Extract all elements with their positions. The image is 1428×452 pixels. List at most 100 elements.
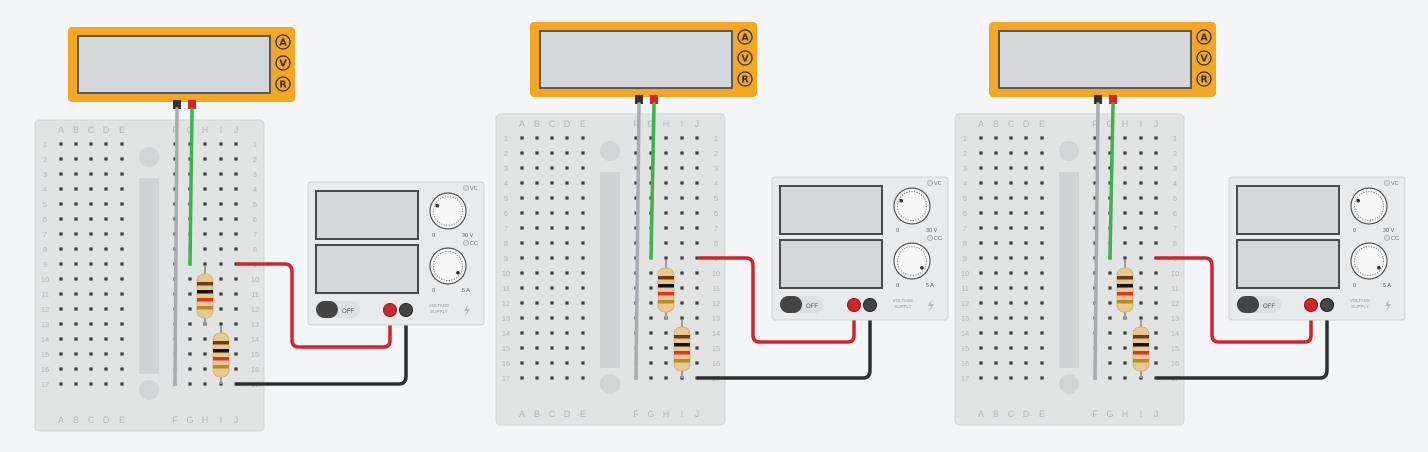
breadboard-hole[interactable] [173, 352, 177, 356]
breadboard-hole[interactable] [520, 331, 524, 335]
breadboard-hole[interactable] [188, 217, 192, 221]
breadboard-hole[interactable] [188, 187, 192, 191]
breadboard-hole[interactable] [1024, 331, 1028, 335]
breadboard-hole[interactable] [1154, 196, 1158, 200]
breadboard-hole[interactable] [634, 226, 638, 230]
breadboard-hole[interactable] [203, 307, 207, 311]
breadboard-hole[interactable] [581, 196, 585, 200]
breadboard-hole[interactable] [1123, 376, 1127, 380]
breadboard-hole[interactable] [994, 166, 998, 170]
breadboard-hole[interactable] [219, 232, 223, 236]
breadboard-hole[interactable] [1108, 136, 1112, 140]
probe-wire-red[interactable] [649, 102, 656, 260]
breadboard-hole[interactable] [535, 271, 539, 275]
breadboard-hole[interactable] [1123, 211, 1127, 215]
breadboard-hole[interactable] [1108, 286, 1112, 290]
breadboard-hole[interactable] [1040, 226, 1044, 230]
breadboard-hole[interactable] [89, 187, 93, 191]
breadboard-hole[interactable] [664, 181, 668, 185]
breadboard-hole[interactable] [649, 286, 653, 290]
breadboard-hole[interactable] [1154, 181, 1158, 185]
breadboard-hole[interactable] [581, 271, 585, 275]
breadboard-hole[interactable] [565, 316, 569, 320]
breadboard-hole[interactable] [74, 382, 78, 386]
breadboard-hole[interactable] [234, 307, 238, 311]
breadboard-hole[interactable] [1093, 376, 1097, 380]
breadboard-hole[interactable] [1139, 256, 1143, 260]
breadboard-hole[interactable] [1024, 271, 1028, 275]
breadboard-hole[interactable] [104, 367, 108, 371]
breadboard-hole[interactable] [59, 262, 63, 266]
probe-wire-black[interactable] [634, 102, 641, 380]
breadboard-hole[interactable] [219, 337, 223, 341]
breadboard-hole[interactable] [1139, 271, 1143, 275]
breadboard-hole[interactable] [1154, 346, 1158, 350]
breadboard-hole[interactable] [1040, 286, 1044, 290]
terminal-negative[interactable] [863, 298, 877, 312]
breadboard-hole[interactable] [979, 316, 983, 320]
breadboard-hole[interactable] [1123, 136, 1127, 140]
breadboard-hole[interactable] [104, 382, 108, 386]
breadboard-hole[interactable] [979, 271, 983, 275]
breadboard-hole[interactable] [565, 256, 569, 260]
breadboard-hole[interactable] [581, 286, 585, 290]
breadboard-hole[interactable] [649, 346, 653, 350]
breadboard-hole[interactable] [203, 232, 207, 236]
breadboard-hole[interactable] [550, 196, 554, 200]
breadboard-hole[interactable] [1040, 196, 1044, 200]
breadboard-hole[interactable] [120, 262, 124, 266]
breadboard-hole[interactable] [634, 286, 638, 290]
breadboard-hole[interactable] [649, 196, 653, 200]
terminal-positive[interactable] [1304, 298, 1318, 312]
breadboard-hole[interactable] [994, 361, 998, 365]
breadboard-hole[interactable] [994, 346, 998, 350]
breadboard-hole[interactable] [1009, 316, 1013, 320]
breadboard-hole[interactable] [1139, 196, 1143, 200]
breadboard-hole[interactable] [188, 172, 192, 176]
breadboard-hole[interactable] [203, 157, 207, 161]
breadboard-hole[interactable] [520, 181, 524, 185]
breadboard-hole[interactable] [1040, 361, 1044, 365]
breadboard-hole[interactable] [695, 286, 699, 290]
breadboard-hole[interactable] [59, 337, 63, 341]
breadboard-hole[interactable] [59, 277, 63, 281]
breadboard-hole[interactable] [1139, 376, 1143, 380]
breadboard-hole[interactable] [234, 352, 238, 356]
probe-black-terminal[interactable] [1094, 95, 1102, 104]
breadboard-hole[interactable] [173, 172, 177, 176]
breadboard-hole[interactable] [979, 301, 983, 305]
breadboard-hole[interactable] [120, 187, 124, 191]
breadboard-hole[interactable] [680, 301, 684, 305]
breadboard-hole[interactable] [89, 202, 93, 206]
breadboard-hole[interactable] [1108, 346, 1112, 350]
breadboard-hole[interactable] [1024, 241, 1028, 245]
breadboard-hole[interactable] [649, 226, 653, 230]
wire-black-supply[interactable] [236, 310, 408, 386]
breadboard-hole[interactable] [74, 277, 78, 281]
breadboard-hole[interactable] [1093, 181, 1097, 185]
breadboard-hole[interactable] [520, 241, 524, 245]
breadboard-hole[interactable] [74, 217, 78, 221]
breadboard-hole[interactable] [664, 301, 668, 305]
breadboard-hole[interactable] [234, 142, 238, 146]
breadboard-hole[interactable] [74, 307, 78, 311]
breadboard-hole[interactable] [120, 322, 124, 326]
breadboard-hole[interactable] [1108, 226, 1112, 230]
breadboard-hole[interactable] [550, 256, 554, 260]
breadboard-hole[interactable] [695, 196, 699, 200]
breadboard-hole[interactable] [104, 307, 108, 311]
breadboard-hole[interactable] [219, 172, 223, 176]
breadboard-hole[interactable] [634, 181, 638, 185]
breadboard-hole[interactable] [520, 361, 524, 365]
breadboard-hole[interactable] [1139, 151, 1143, 155]
breadboard-hole[interactable] [634, 241, 638, 245]
breadboard-hole[interactable] [979, 226, 983, 230]
breadboard-hole[interactable] [1154, 316, 1158, 320]
probe-wire-red[interactable] [188, 107, 194, 266]
breadboard-hole[interactable] [649, 151, 653, 155]
breadboard-hole[interactable] [1040, 271, 1044, 275]
breadboard-hole[interactable] [234, 277, 238, 281]
breadboard-hole[interactable] [994, 256, 998, 260]
breadboard-hole[interactable] [173, 202, 177, 206]
breadboard-hole[interactable] [664, 136, 668, 140]
